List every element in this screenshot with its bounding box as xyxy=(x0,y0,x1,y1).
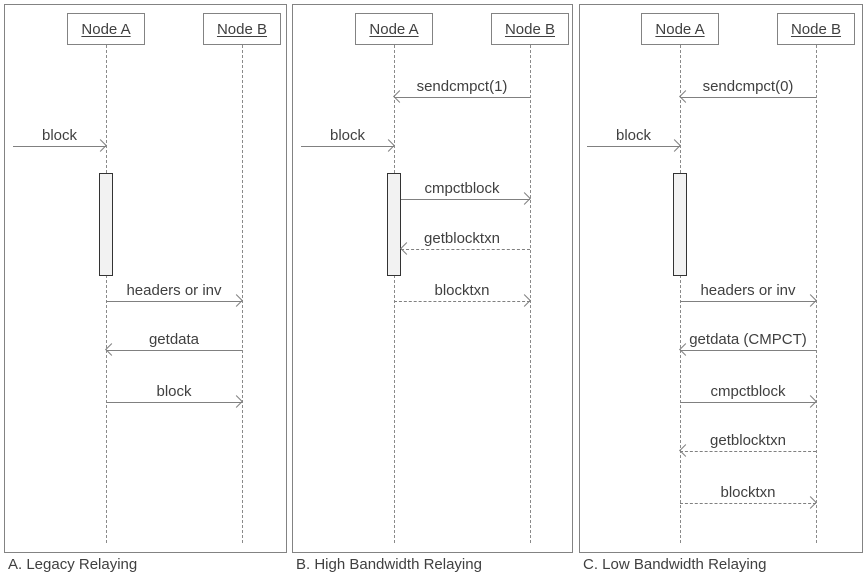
message-line xyxy=(106,301,242,302)
message-label: cmpctblock xyxy=(424,180,500,197)
message-line xyxy=(680,97,816,98)
panel-low-bandwidth-relaying: Node A Node B sendcmpct(0) block headers… xyxy=(579,4,863,553)
message-headers-or-inv: headers or inv xyxy=(106,282,243,307)
message-line xyxy=(106,350,242,351)
node-a-box: Node A xyxy=(641,13,719,45)
message-block-external: block xyxy=(587,127,681,152)
message-label: block xyxy=(329,127,366,144)
message-getdata: getdata xyxy=(105,331,242,356)
lifeline-node-b xyxy=(242,45,243,543)
message-getblocktxn: getblocktxn xyxy=(679,432,816,457)
message-line xyxy=(587,146,680,147)
message-block-external: block xyxy=(13,127,107,152)
message-line xyxy=(301,146,394,147)
node-b-box: Node B xyxy=(777,13,855,45)
lifeline-node-a xyxy=(680,45,681,543)
message-label: headers or inv xyxy=(126,282,222,299)
message-blocktxn: blocktxn xyxy=(394,282,531,307)
message-sendcmpct-1: sendcmpct(1) xyxy=(393,78,530,103)
message-label: block xyxy=(41,127,78,144)
message-sendcmpct-0: sendcmpct(0) xyxy=(679,78,816,103)
message-label: cmpctblock xyxy=(710,383,786,400)
message-line xyxy=(13,146,106,147)
node-a-label: Node A xyxy=(81,20,131,38)
node-b-box: Node B xyxy=(203,13,281,45)
caption-high-bandwidth-relaying: B. High Bandwidth Relaying xyxy=(296,556,482,573)
message-label: getblocktxn xyxy=(710,432,786,449)
message-label: getblocktxn xyxy=(424,230,500,247)
message-line xyxy=(680,451,816,452)
message-getblocktxn: getblocktxn xyxy=(394,230,530,255)
message-blocktxn: blocktxn xyxy=(680,484,817,509)
activation-bar-node-a xyxy=(387,173,401,276)
message-label: blocktxn xyxy=(434,282,490,299)
message-getdata-cmpct: getdata (CMPCT) xyxy=(679,331,816,356)
message-label: blocktxn xyxy=(720,484,776,501)
message-label: sendcmpct(1) xyxy=(416,78,508,95)
message-line xyxy=(680,402,816,403)
message-cmpctblock: cmpctblock xyxy=(394,180,531,205)
message-line xyxy=(106,402,242,403)
lifeline-node-b xyxy=(816,45,817,543)
node-a-label: Node A xyxy=(655,20,705,38)
message-line xyxy=(680,350,816,351)
message-block-external: block xyxy=(301,127,395,152)
lifeline-node-a xyxy=(106,45,107,543)
node-b-label: Node B xyxy=(216,20,268,38)
message-line xyxy=(394,97,530,98)
message-label: sendcmpct(0) xyxy=(702,78,794,95)
message-line xyxy=(680,301,816,302)
message-line xyxy=(401,249,530,250)
lifeline-node-a xyxy=(394,45,395,543)
message-line xyxy=(680,503,816,504)
activation-bar-node-a xyxy=(99,173,113,276)
activation-bar-node-a xyxy=(673,173,687,276)
node-b-label: Node B xyxy=(790,20,842,38)
message-label: block xyxy=(156,383,192,400)
message-line xyxy=(394,301,530,302)
panel-high-bandwidth-relaying: Node A Node B sendcmpct(1) block cmpctbl… xyxy=(292,4,573,553)
message-label: getdata xyxy=(148,331,200,348)
node-a-box: Node A xyxy=(355,13,433,45)
node-a-box: Node A xyxy=(67,13,145,45)
message-line xyxy=(401,199,530,200)
message-label: getdata (CMPCT) xyxy=(689,331,807,348)
node-b-label: Node B xyxy=(504,20,556,38)
message-cmpctblock: cmpctblock xyxy=(680,383,817,408)
panel-legacy-relaying: Node A Node B block headers or inv getda… xyxy=(4,4,287,553)
message-label: block xyxy=(615,127,652,144)
message-headers-or-inv: headers or inv xyxy=(680,282,817,307)
message-label: headers or inv xyxy=(700,282,796,299)
caption-legacy-relaying: A. Legacy Relaying xyxy=(8,556,138,573)
node-b-box: Node B xyxy=(491,13,569,45)
lifeline-node-b xyxy=(530,45,531,543)
message-block-relay: block xyxy=(106,383,243,408)
node-a-label: Node A xyxy=(369,20,419,38)
caption-low-bandwidth-relaying: C. Low Bandwidth Relaying xyxy=(583,556,767,573)
